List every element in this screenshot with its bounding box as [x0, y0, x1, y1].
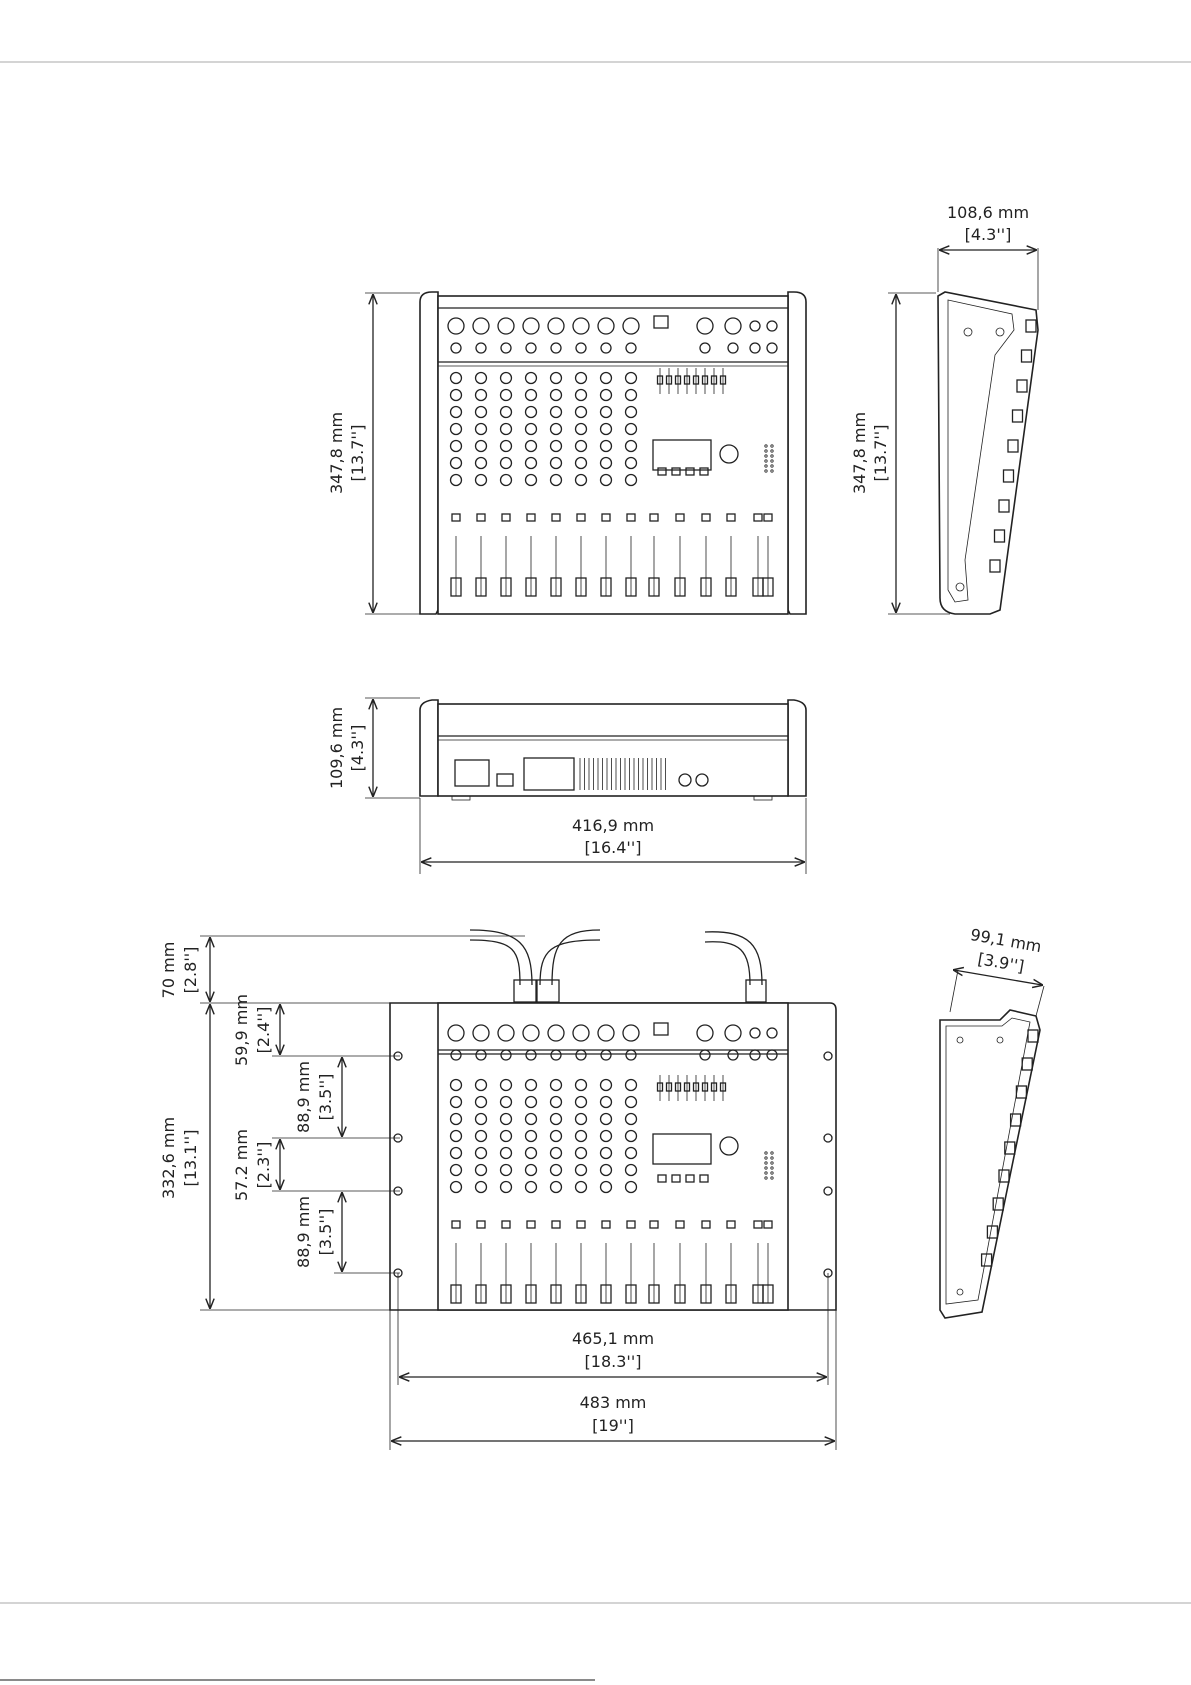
rear-height-mm: 109,6 mm [327, 707, 346, 789]
rack-side-depth-in: [3.9''] [976, 949, 1025, 976]
cable-right [705, 942, 750, 985]
rack-gap-1-in: [2.4''] [254, 1007, 273, 1054]
top-height-dimension: 347,8 mm [13.7''] [327, 293, 420, 614]
rack-gap-1-mm: 59,9 mm [232, 994, 251, 1066]
side-depth-in: [4.3''] [965, 225, 1012, 244]
rack-gap-2-in: [2.3''] [254, 1142, 273, 1189]
rear-height-in: [4.3''] [348, 725, 367, 772]
rack-pitch-2-in: [3.5''] [316, 1209, 335, 1256]
cable-middle [540, 940, 600, 985]
rack-hole-width-in: [18.3''] [585, 1352, 642, 1371]
rack-gap-2-mm: 57.2 mm [232, 1129, 251, 1201]
cable-clearance-mm: 70 mm [159, 942, 178, 999]
top-height-in: [13.7''] [348, 425, 367, 482]
side-height-in: [13.7''] [871, 425, 890, 482]
rack-height-mm: 332,6 mm [159, 1117, 178, 1199]
top-height-mm: 347,8 mm [327, 412, 346, 494]
rack-pitch-1-mm: 88,9 mm [294, 1061, 313, 1133]
rack-pitch-2-mm: 88,9 mm [294, 1196, 313, 1268]
side-height-mm: 347,8 mm [850, 412, 869, 494]
rack-width-mm: 483 mm [580, 1393, 647, 1412]
rack-pitch-1-in: [3.5''] [316, 1074, 335, 1121]
rack-side-view: 99,1 mm [3.9''] [940, 925, 1044, 1318]
rear-width-mm: 416,9 mm [572, 816, 654, 835]
top-view [420, 292, 806, 614]
rear-view: 109,6 mm [4.3''] 416,9 mm [16.4''] [327, 698, 806, 874]
rack-view [390, 930, 836, 1310]
cable-clearance-in: [2.8''] [181, 947, 200, 994]
side-depth-mm: 108,6 mm [947, 203, 1029, 222]
cable-left [470, 940, 520, 985]
rear-width-in: [16.4''] [585, 838, 642, 857]
rack-height-in: [13.1''] [181, 1130, 200, 1187]
rack-hole-width-mm: 465,1 mm [572, 1329, 654, 1348]
side-view: 108,6 mm [4.3''] 347,8 mm [13.7''] [850, 203, 1038, 614]
rack-width-in: [19''] [592, 1416, 634, 1435]
